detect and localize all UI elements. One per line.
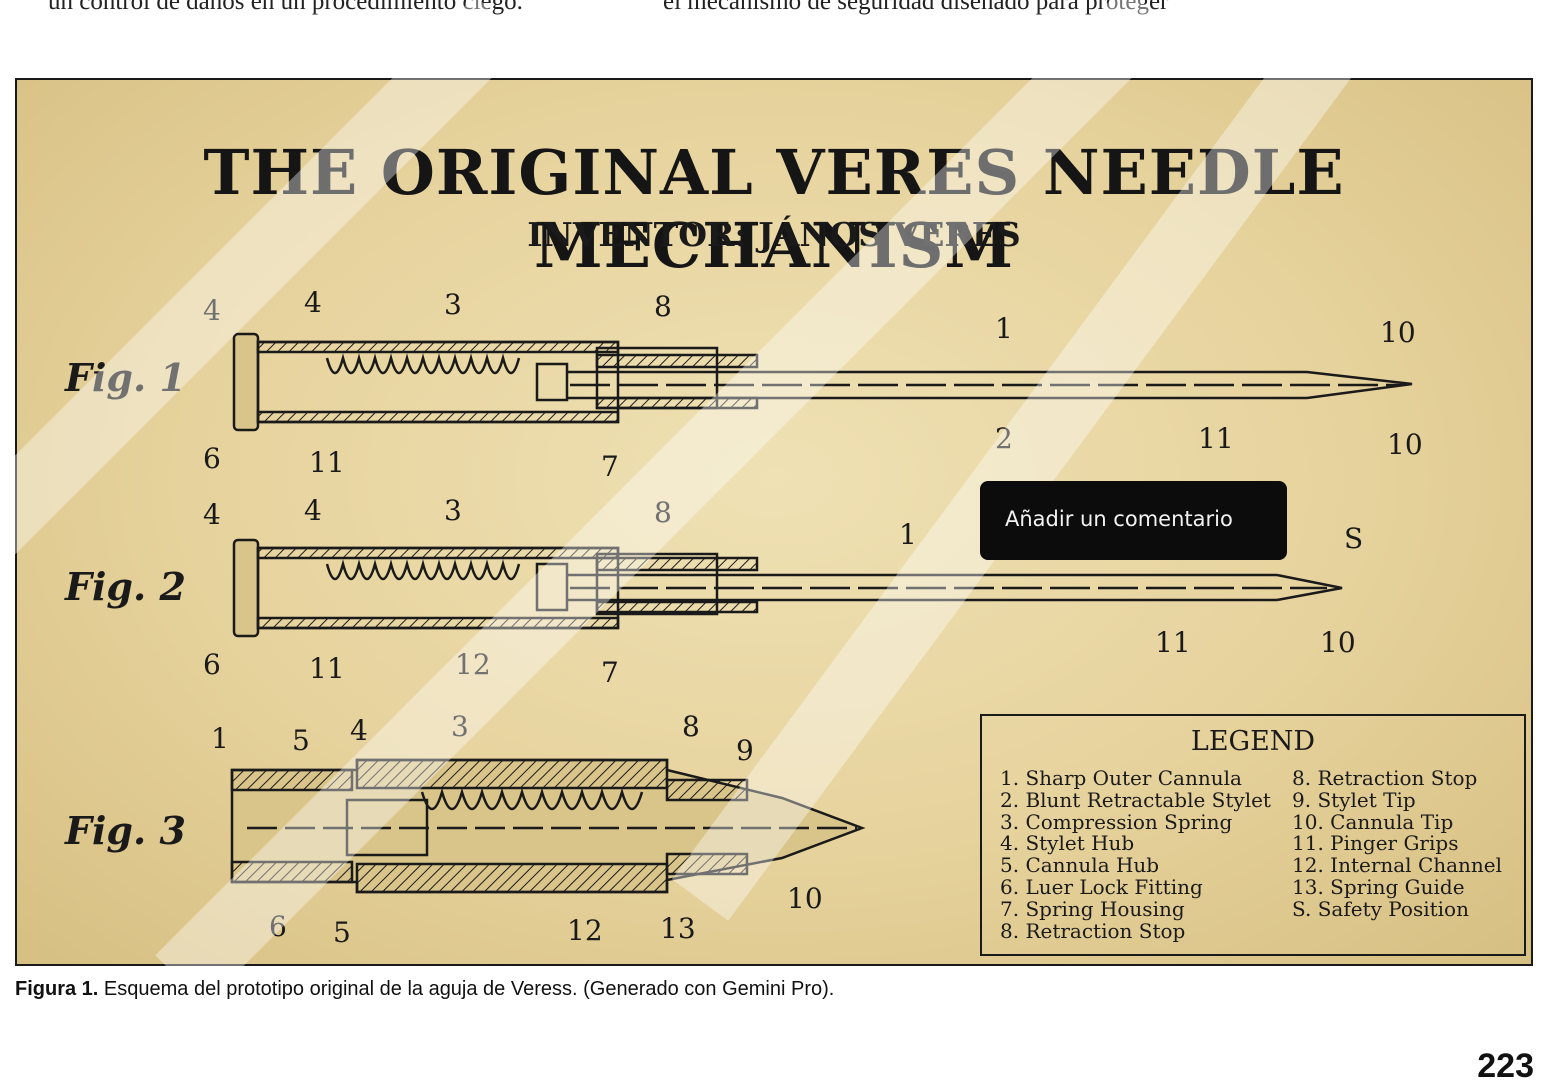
body-text-left: un control de daños en un procedimiento … — [48, 0, 523, 15]
callout-f1-0: 4 — [203, 294, 221, 327]
callout-f3-2: 4 — [350, 714, 368, 747]
legend-item: 9. Stylet Tip — [1292, 787, 1416, 812]
callout-f2-7: 11 — [309, 652, 345, 685]
fig3-needle — [230, 758, 866, 894]
callout-f3-1: 5 — [292, 724, 310, 757]
legend-item: 12. Internal Channel — [1292, 853, 1503, 878]
callout-f1-6: 6 — [203, 442, 221, 475]
callout-f3-0: 1 — [211, 722, 229, 755]
callout-f3-6: 6 — [269, 910, 287, 943]
callout-f1-9: 2 — [995, 422, 1013, 455]
page-number: 223 — [1477, 1047, 1534, 1085]
legend-item: S. Safety Position — [1292, 896, 1469, 921]
legend-item: 10. Cannula Tip — [1292, 809, 1454, 834]
fig2-label: Fig. 2 — [65, 564, 186, 609]
callout-f1-11: 10 — [1387, 428, 1423, 461]
legend-item: 13. Spring Guide — [1292, 874, 1465, 899]
fig3-label: Fig. 3 — [65, 808, 186, 853]
callout-f2-11: 10 — [1320, 626, 1356, 659]
figure-title: THE ORIGINAL VERES NEEDLE MECHANISM — [203, 136, 1345, 282]
figure-caption: Figura 1. Esquema del prototipo original… — [15, 978, 834, 1001]
body-text-right: el mecanismo de seguridad diseñado para … — [663, 0, 1169, 15]
callout-f2-1: 4 — [304, 494, 322, 527]
needle-drawing: 4 4 3 8 1 10 6 11 7 2 11 10 4 4 3 8 1 S … — [203, 286, 1423, 949]
figure-image[interactable]: THE ORIGINAL VERES NEEDLE MECHANISM INVE… — [15, 78, 1533, 966]
callout-labels: 4 4 3 8 1 10 6 11 7 2 11 10 4 4 3 8 1 S … — [203, 286, 1423, 949]
callout-f1-7: 11 — [309, 446, 345, 479]
legend-item: 8. Retraction Stop — [1000, 918, 1186, 943]
callout-f3-7: 5 — [333, 916, 351, 949]
callout-f2-8: 12 — [455, 648, 491, 681]
callout-f1-5: 10 — [1380, 316, 1416, 349]
add-comment-tooltip[interactable]: Añadir un comentario — [980, 481, 1287, 560]
callout-f2-2: 3 — [444, 494, 462, 527]
callout-f1-4: 1 — [995, 312, 1013, 345]
callout-f2-6: 6 — [203, 648, 221, 681]
legend-item: 4. Stylet Hub — [1000, 831, 1135, 856]
fig1-label: Fig. 1 — [65, 355, 186, 400]
legend-item: 1. Sharp Outer Cannula — [1000, 766, 1242, 790]
fig2-needle — [232, 538, 1343, 638]
legend-col-1: 1. Sharp Outer Cannula 2. Blunt Retracta… — [1000, 766, 1271, 943]
legend-item: 6. Luer Lock Fitting — [1000, 874, 1203, 899]
fig1-needle — [232, 332, 1413, 432]
callout-f1-3: 8 — [654, 290, 672, 323]
callout-f3-9: 13 — [660, 912, 696, 945]
figure-subtitle: INVENTOR: JÁNOS VERES — [527, 215, 1021, 254]
legend-col-2: 8. Retraction Stop 9. Stylet Tip 10. Can… — [1292, 766, 1503, 921]
callout-f2-5: S — [1344, 522, 1363, 555]
callout-f3-3: 3 — [451, 710, 469, 743]
callout-f3-5: 9 — [736, 734, 754, 767]
legend-item: 8. Retraction Stop — [1292, 766, 1478, 790]
callout-f1-10: 11 — [1198, 422, 1234, 455]
legend-item: 2. Blunt Retractable Stylet — [1000, 787, 1271, 812]
legend-item: 11. Pinger Grips — [1292, 831, 1459, 856]
caption-text: Esquema del prototipo original de la agu… — [98, 978, 835, 1000]
callout-f1-1: 4 — [304, 286, 322, 319]
legend-item: 5. Cannula Hub — [1000, 853, 1160, 878]
legend-box: LEGEND 1. Sharp Outer Cannula 2. Blunt R… — [980, 714, 1526, 956]
callout-f1-2: 3 — [444, 288, 462, 321]
callout-f2-3: 8 — [654, 496, 672, 529]
callout-f2-10: 11 — [1155, 626, 1191, 659]
callout-f3-10: 10 — [787, 882, 823, 915]
callout-f2-0: 4 — [203, 498, 221, 531]
callout-f2-9: 7 — [601, 656, 619, 689]
callout-f1-8: 7 — [601, 450, 619, 483]
legend-item: 7. Spring Housing — [1000, 896, 1185, 921]
legend-title: LEGEND — [1190, 726, 1316, 757]
callout-f3-4: 8 — [682, 710, 700, 743]
callout-f3-8: 12 — [567, 914, 603, 947]
callout-f2-4: 1 — [899, 518, 917, 551]
legend-item: 3. Compression Spring — [1000, 809, 1233, 834]
caption-label: Figura 1. — [15, 978, 99, 1000]
